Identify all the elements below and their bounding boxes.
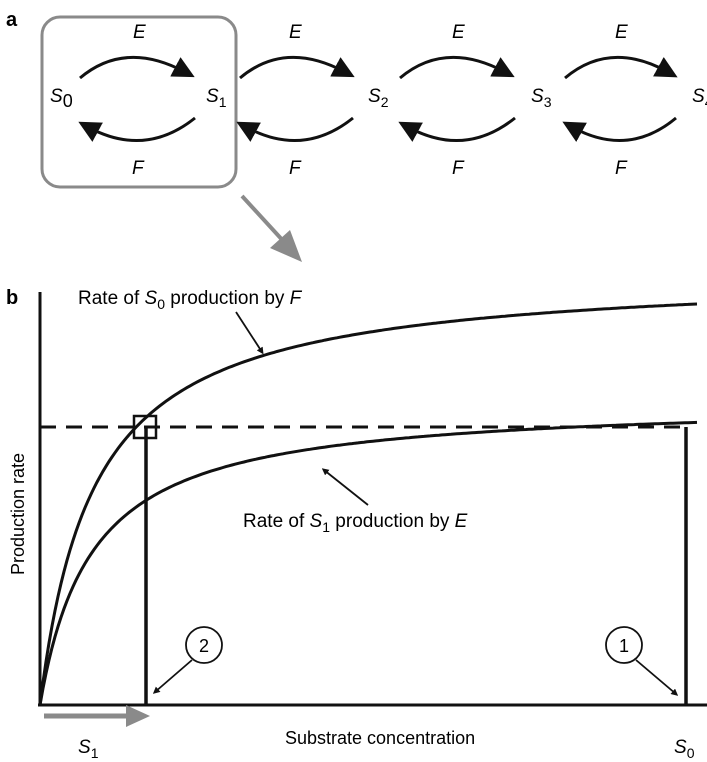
x-right-s0-label: S0 xyxy=(674,737,695,761)
state-s3-label: S3 xyxy=(531,86,552,110)
highlight-box xyxy=(40,15,238,189)
enzyme-f-label: F xyxy=(289,158,302,179)
marker-2-text: 2 xyxy=(199,636,209,656)
arrow-forward-e xyxy=(399,55,515,80)
panel-a-label: a xyxy=(6,9,18,31)
cycle-s2-s3: E F xyxy=(398,22,516,179)
cycle-s0-s1: E F xyxy=(78,22,196,179)
state-s1-label: S1 xyxy=(206,86,227,110)
x-axis-label: Substrate concentration xyxy=(285,728,475,748)
enzyme-f-label: F xyxy=(452,158,465,179)
cycle-s3-s4: E F xyxy=(562,22,678,179)
y-axis-label: Production rate xyxy=(8,453,28,575)
rate-curve-e xyxy=(38,420,698,706)
rate-curve-f xyxy=(38,302,698,706)
enzyme-e-label: E xyxy=(452,22,465,43)
curve-e-pointer xyxy=(321,468,369,506)
panel-b-label: b xyxy=(6,287,18,309)
arrow-reverse-f xyxy=(78,116,196,143)
arrow-reverse-f xyxy=(562,116,677,143)
arrow-forward-e xyxy=(239,55,355,80)
enzyme-f-label: F xyxy=(132,158,145,179)
marker-1: 1 xyxy=(605,626,679,696)
state-s4-label: S4 xyxy=(692,86,707,110)
zoom-arrow xyxy=(240,194,302,262)
curve-f-label: Rate of S0 production by F xyxy=(78,288,303,312)
x-left-s1-label: S1 xyxy=(78,737,99,761)
curve-f-pointer xyxy=(235,311,264,355)
marker-2: 2 xyxy=(152,626,223,694)
state-s2-label: S2 xyxy=(368,86,389,110)
arrow-forward-e xyxy=(79,55,195,80)
arrow-forward-e xyxy=(564,55,678,80)
enzyme-e-label: E xyxy=(289,22,302,43)
state-s0-label: S0 xyxy=(50,86,73,111)
s1-shift-arrow xyxy=(44,705,150,727)
curve-e-label: Rate of S1 production by E xyxy=(243,511,468,535)
cycle-s1-s2: E F xyxy=(236,22,355,179)
arrow-reverse-f xyxy=(236,116,354,143)
arrow-reverse-f xyxy=(398,116,516,143)
enzyme-e-label: E xyxy=(133,22,146,43)
enzyme-e-label: E xyxy=(615,22,628,43)
enzyme-f-label: F xyxy=(615,158,628,179)
marker-1-text: 1 xyxy=(619,636,629,656)
